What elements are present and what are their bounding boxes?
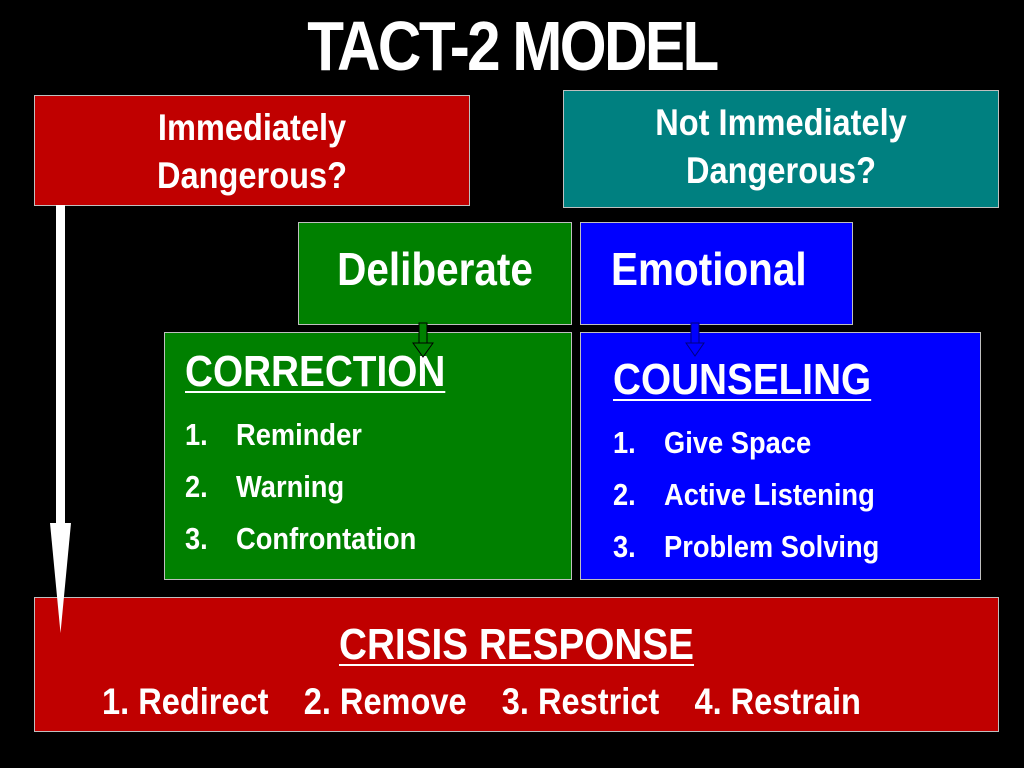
- correction-list: 1. Reminder 2. Warning 3. Confrontation: [185, 409, 525, 565]
- slide-title: TACT-2 MODEL: [307, 7, 719, 85]
- crisis-heading-wrap: CRISIS RESPONSE: [93, 618, 940, 672]
- list-item: 1. Give Space: [613, 417, 936, 469]
- list-item-label: Reminder: [236, 417, 362, 452]
- list-item-label: Give Space: [664, 425, 812, 460]
- down-arrow-icon: [685, 322, 705, 357]
- down-arrow-icon: [50, 205, 71, 633]
- crisis-step: 3. Restrict: [501, 681, 660, 722]
- immediately-dangerous-box: Immediately Dangerous?: [34, 95, 470, 206]
- crisis-step: 4. Restrain: [694, 681, 861, 722]
- list-item-label: Confrontation: [236, 521, 417, 556]
- counseling-heading: COUNSELING: [613, 355, 872, 404]
- counseling-box: COUNSELING 1. Give Space 2. Active Liste…: [580, 332, 981, 580]
- list-item-label: Problem Solving: [664, 529, 880, 564]
- emotional-label: Emotional: [611, 243, 807, 295]
- down-arrow-icon: [412, 322, 434, 358]
- emotional-box: Emotional: [580, 222, 853, 325]
- immediately-dangerous-line2: Dangerous?: [157, 155, 347, 196]
- crisis-step: 1. Redirect: [102, 681, 269, 722]
- list-item: 3. Confrontation: [185, 513, 525, 565]
- immediately-dangerous-line1: Immediately: [157, 107, 347, 148]
- list-item-number: 3.: [613, 529, 636, 564]
- list-item: 2. Warning: [185, 461, 525, 513]
- list-item: 3. Problem Solving: [613, 521, 936, 573]
- crisis-step: 2. Remove: [303, 681, 467, 722]
- deliberate-box: Deliberate: [298, 222, 572, 325]
- not-immediately-dangerous-box: Not Immediately Dangerous?: [563, 90, 999, 208]
- list-item-number: 2.: [613, 477, 636, 512]
- list-item-label: Warning: [236, 469, 345, 504]
- list-item-label: Active Listening: [664, 477, 875, 512]
- correction-heading: CORRECTION: [185, 347, 446, 396]
- crisis-heading: CRISIS RESPONSE: [338, 620, 695, 669]
- correction-box: CORRECTION 1. Reminder 2. Warning 3. Con…: [164, 332, 572, 580]
- list-item-number: 3.: [185, 521, 208, 556]
- list-item-number: 1.: [185, 417, 208, 452]
- crisis-response-box: CRISIS RESPONSE 1. Redirect 2. Remove 3.…: [34, 597, 999, 732]
- list-item: 2. Active Listening: [613, 469, 936, 521]
- not-immediately-dangerous-line2: Dangerous?: [686, 150, 876, 191]
- counseling-list: 1. Give Space 2. Active Listening 3. Pro…: [613, 417, 936, 573]
- crisis-steps: 1. Redirect 2. Remove 3. Restrict 4. Res…: [27, 678, 936, 726]
- list-item-number: 2.: [185, 469, 208, 504]
- not-immediately-dangerous-line1: Not Immediately: [655, 102, 907, 143]
- list-item: 1. Reminder: [185, 409, 525, 461]
- deliberate-label: Deliberate: [337, 243, 533, 295]
- list-item-number: 1.: [613, 425, 636, 460]
